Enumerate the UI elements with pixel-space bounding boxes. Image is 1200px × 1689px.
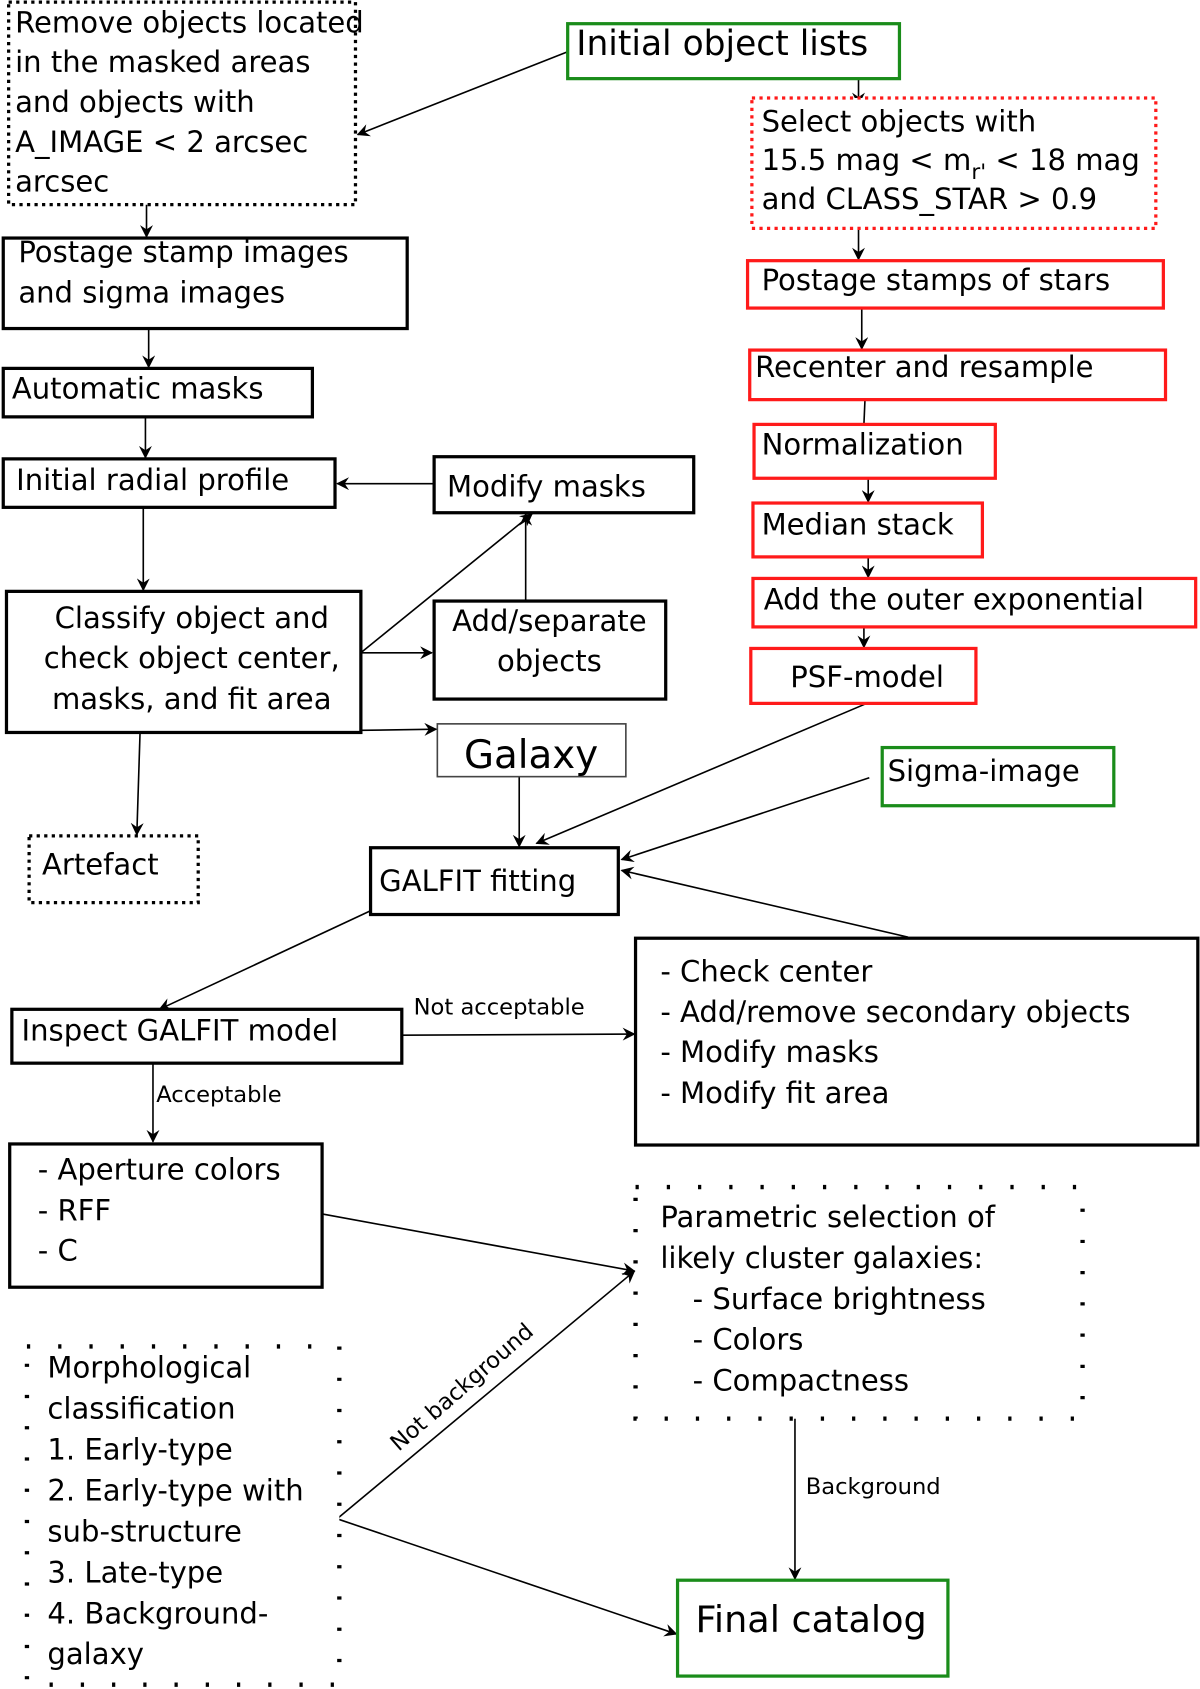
node-artefact: Artefact [27,834,200,905]
svg-text:Artefact: Artefact [42,848,159,882]
node-remove-objects: Remove objects located in the masked are… [7,0,364,207]
svg-text:Morphological: Morphological [47,1351,251,1385]
node-postage-stamps-of-stars: Postage stamps of stars [745,259,1165,310]
svg-text:- Surface brightness: - Surface brightness [693,1282,986,1316]
svg-text:Select objects with: Select objects with [762,104,1037,138]
svg-text:Remove objects located: Remove objects located [15,5,364,39]
svg-text:Normalization: Normalization [762,428,964,462]
svg-text:- Aperture colors: - Aperture colors [38,1152,281,1186]
edge-label-not-acceptable: Not acceptable [414,995,585,1021]
svg-text:Recenter and resample: Recenter and resample [755,350,1093,384]
svg-text:Inspect GALFIT model: Inspect GALFIT model [22,1014,339,1048]
svg-text:Galaxy: Galaxy [464,733,598,778]
svg-text:classification: classification [47,1392,235,1426]
svg-text:PSF-model: PSF-model [790,660,944,694]
svg-text:GALFIT fitting: GALFIT fitting [379,864,576,898]
svg-text:and objects with: and objects with [15,85,255,119]
svg-text:Median stack: Median stack [762,507,954,541]
node-initial-radial-profile: Initial radial profile [1,457,337,509]
node-automatic-masks: Automatic masks [1,366,315,419]
svg-text:Modify masks: Modify masks [447,470,646,504]
svg-text:masks, and fit area: masks, and fit area [52,682,332,716]
svg-text:- Compactness: - Compactness [693,1364,909,1398]
edges [130,50,909,1637]
node-select-objects: Select objects with 15.5 mag < mr' < 18 … [750,96,1158,230]
svg-text:in the masked areas: in the masked areas [15,45,310,79]
node-psf-model: PSF-model [749,646,978,706]
svg-text:Final catalog: Final catalog [696,1598,927,1641]
svg-text:Parametric selection of: Parametric selection of [660,1200,995,1234]
svg-text:Sigma-image: Sigma-image [888,754,1080,788]
svg-text:3. Late-type: 3. Late-type [47,1555,223,1589]
svg-text:2. Early-type with: 2. Early-type with [47,1473,303,1507]
node-aperture-colors: - Aperture colors - RFF - C [8,1142,324,1289]
svg-text:galaxy: galaxy [47,1637,144,1671]
svg-text:- Modify fit area: - Modify fit area [660,1076,889,1110]
svg-text:Initial radial profile: Initial radial profile [16,463,289,497]
svg-text:15.5 mag < mr' < 18 mag: 15.5 mag < mr' < 18 mag [762,143,1140,185]
svg-text:objects: objects [497,644,602,678]
edge-label-not-background: Not background [385,1318,538,1456]
svg-text:- Add/remove secondary objects: - Add/remove secondary objects [660,995,1130,1029]
svg-text:Postage stamp images: Postage stamp images [18,235,348,269]
svg-text:and sigma images: and sigma images [18,276,285,310]
svg-text:check object center,: check object center, [44,641,340,675]
edge-label-acceptable: Acceptable [156,1082,281,1108]
node-galfit-fitting: GALFIT fitting [368,846,620,917]
node-sigma-image: Sigma-image [880,745,1116,808]
node-check-actions: - Check center - Add/remove secondary ob… [633,936,1200,1147]
node-add-outer-exponential: Add the outer exponential [751,576,1198,629]
node-galaxy: Galaxy [436,723,627,778]
svg-text:and CLASS_STAR > 0.9: and CLASS_STAR > 0.9 [762,182,1098,216]
node-postage-stamp-images: Postage stamp images and sigma images [1,235,409,331]
svg-text:- Modify masks: - Modify masks [660,1035,879,1069]
svg-text:- RFF: - RFF [38,1193,111,1227]
node-classify-object: Classify object and check object center,… [4,589,363,735]
node-add-separate-objects: Add/separate objects [432,599,668,701]
node-parametric-selection: Parametric selection of likely cluster g… [633,1184,1085,1421]
svg-text:Automatic masks: Automatic masks [12,372,264,406]
svg-text:Add/separate: Add/separate [452,604,646,638]
svg-text:A_IMAGE < 2 arcsec: A_IMAGE < 2 arcsec [15,125,308,159]
svg-text:arcsec: arcsec [15,165,109,199]
node-final-catalog: Final catalog [675,1578,950,1678]
svg-text:Postage stamps of stars: Postage stamps of stars [762,263,1111,297]
svg-text:sub-structure: sub-structure [47,1514,242,1548]
svg-text:Classify object and: Classify object and [55,601,329,635]
svg-text:1. Early-type: 1. Early-type [47,1433,232,1467]
svg-text:Initial object lists: Initial object lists [576,24,868,64]
svg-text:4. Background-: 4. Background- [47,1596,268,1630]
node-morphological-classification: Morphological classification 1. Early-ty… [24,1344,342,1687]
svg-text:- C: - C [38,1233,78,1267]
svg-text:- Check center: - Check center [660,954,872,988]
node-recenter-resample: Recenter and resample [748,348,1168,402]
edge-label-background: Background [806,1474,941,1500]
svg-text:likely cluster galaxies:: likely cluster galaxies: [660,1241,983,1275]
node-normalization: Normalization [752,422,997,480]
svg-text:Add the outer exponential: Add the outer exponential [764,583,1144,617]
svg-text:- Colors: - Colors [693,1323,804,1357]
node-inspect-galfit-model: Inspect GALFIT model [10,1007,404,1065]
node-median-stack: Median stack [751,501,985,559]
node-initial-object-lists: Initial object lists [566,22,902,81]
node-modify-masks: Modify masks [432,455,696,515]
